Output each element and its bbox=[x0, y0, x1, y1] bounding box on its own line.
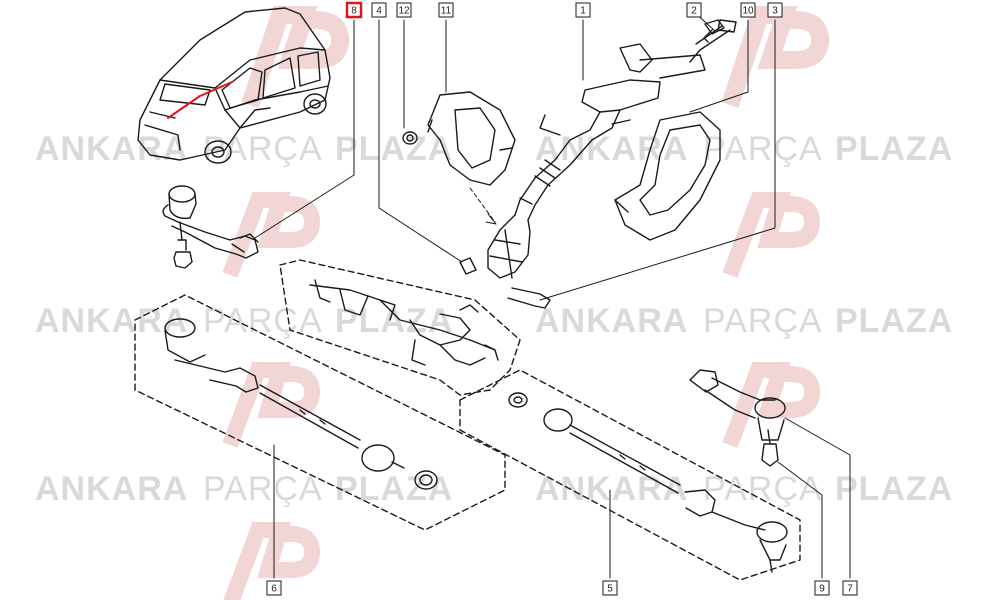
steering-column bbox=[459, 19, 737, 309]
watermark-word-c: PLAZA bbox=[835, 470, 953, 508]
watermark-word-b: PARÇA bbox=[703, 130, 823, 168]
watermark-logo bbox=[241, 6, 350, 108]
callout-box bbox=[686, 2, 702, 18]
callout-number: 9 bbox=[819, 584, 825, 595]
watermark-logo bbox=[223, 522, 321, 600]
callout-6: 6 bbox=[266, 580, 282, 596]
callout-box bbox=[371, 2, 387, 18]
callout-number: 7 bbox=[847, 584, 853, 595]
tie-rod-assembly-right bbox=[459, 369, 801, 581]
callout-number: 4 bbox=[376, 6, 382, 17]
watermark-word-c: PLAZA bbox=[335, 470, 453, 508]
watermark-word-b: PARÇA bbox=[703, 470, 823, 508]
callout-7: 7 bbox=[842, 580, 858, 596]
watermark-row: ANKARA PARÇA PLAZA bbox=[35, 302, 452, 340]
callout-number: 10 bbox=[742, 6, 754, 17]
callout-box bbox=[575, 2, 591, 18]
leader-lines bbox=[254, 11, 851, 579]
callout-12: 12 bbox=[396, 2, 412, 18]
callout-box bbox=[740, 2, 756, 18]
callout-box bbox=[345, 1, 363, 19]
callout-number: 1 bbox=[580, 6, 586, 17]
callout-number: 2 bbox=[691, 6, 697, 17]
watermark-row: ANKARA PARÇA PLAZA bbox=[35, 470, 453, 508]
column-bracket bbox=[402, 91, 516, 186]
watermark-logo bbox=[721, 6, 830, 108]
callout-3: 3 bbox=[767, 2, 783, 18]
callout-box bbox=[438, 2, 454, 18]
callout-2: 2 bbox=[686, 2, 702, 18]
callout-10: 10 bbox=[740, 2, 756, 18]
watermark-row: ANKARA PARÇA PLAZA bbox=[535, 470, 953, 508]
callout-number: 3 bbox=[772, 6, 778, 17]
callout-box bbox=[266, 580, 282, 596]
watermark-word-c: PLAZA bbox=[835, 130, 953, 168]
watermark-word-a: ANKARA bbox=[535, 130, 688, 168]
callout-8: 8 bbox=[345, 1, 363, 19]
callout-box bbox=[814, 580, 830, 596]
callout-9: 9 bbox=[814, 580, 830, 596]
watermark-word-a: ANKARA bbox=[535, 470, 688, 508]
callout-number: 11 bbox=[441, 6, 452, 17]
watermark-word-c: PLAZA bbox=[335, 130, 453, 168]
watermark-word-b: PARÇA bbox=[203, 470, 323, 508]
callout-box bbox=[602, 580, 618, 596]
watermark-word-a: ANKARA bbox=[35, 302, 188, 340]
tie-rod-end-right bbox=[689, 369, 786, 467]
watermark-word-a: ANKARA bbox=[535, 302, 688, 340]
watermark-row: ANKARA PARÇA PLAZA bbox=[35, 130, 453, 168]
callout-box bbox=[396, 2, 412, 18]
callout-box bbox=[767, 2, 783, 18]
watermark-logo bbox=[222, 192, 321, 278]
callout-1: 1 bbox=[575, 2, 591, 18]
tie-rod-assembly-left bbox=[134, 294, 506, 531]
callout-11: 11 bbox=[438, 2, 454, 18]
watermark-logo bbox=[722, 192, 821, 278]
bolt bbox=[703, 19, 725, 43]
watermark-row: ANKARA PARÇA PLAZA bbox=[535, 302, 953, 340]
callout-number: 12 bbox=[398, 6, 410, 17]
callout-5: 5 bbox=[602, 580, 618, 596]
watermark-word-c: PLAZA bbox=[835, 302, 953, 340]
column-cover bbox=[614, 111, 721, 241]
watermark-row: ANKARA PARÇA PLAZA bbox=[535, 130, 953, 168]
tie-rod-end-upper-left bbox=[162, 185, 259, 269]
callout-number: 8 bbox=[351, 6, 357, 17]
callout-number: 6 bbox=[271, 584, 277, 595]
watermark-word-a: ANKARA bbox=[35, 470, 188, 508]
van-illustration bbox=[137, 7, 331, 164]
callout-number: 5 bbox=[607, 584, 613, 595]
watermark-layer: ANKARA PARÇA PLAZA ANKARA PARÇA PLAZA AN… bbox=[35, 6, 953, 600]
callout-4: 4 bbox=[371, 2, 387, 18]
watermark-word-b: PARÇA bbox=[703, 302, 823, 340]
watermark-word-a: ANKARA bbox=[35, 130, 188, 168]
callout-box bbox=[842, 580, 858, 596]
watermark-logo bbox=[722, 362, 821, 448]
